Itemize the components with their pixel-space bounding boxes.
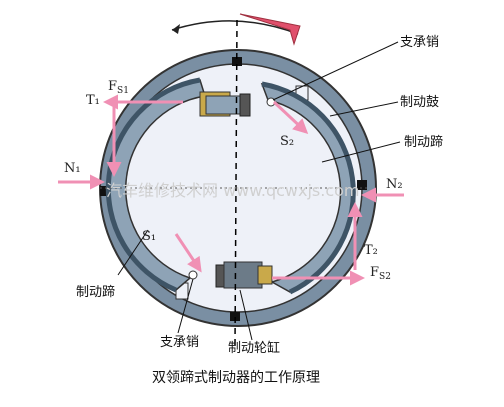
label-fs1: FS1: [108, 79, 129, 96]
label-pin-top: 支承销: [400, 35, 439, 50]
drum-mark-bottom: [230, 312, 240, 321]
drum-mark-top: [232, 57, 242, 66]
label-fs2: FS2: [370, 265, 391, 282]
label-shoe-left: 制动蹄: [76, 284, 115, 300]
arrow-s1: [174, 233, 202, 273]
arrow-s2: [272, 100, 309, 135]
cylinder-icon-bottom: [215, 261, 273, 289]
diagram-caption: 双领蹄式制动器的工作原理: [152, 369, 320, 386]
leader-lines: [117, 41, 401, 341]
label-t2: T₂: [364, 243, 378, 258]
drum-mark-left: [100, 186, 110, 196]
label-s1: S₁: [142, 229, 156, 244]
label-shoe-right: 制动蹄: [404, 134, 443, 150]
rotation-arrow-icon: [171, 13, 301, 46]
force-arrows: [58, 94, 404, 286]
drum-mark-right: [357, 180, 367, 190]
cylinder-icon-top: [199, 91, 251, 117]
label-n2: N₂: [386, 177, 403, 192]
right-shoe: [260, 81, 356, 295]
label-pin-bottom: 支承销: [160, 335, 199, 350]
label-s2: S₂: [280, 134, 294, 149]
label-n1: N₁: [64, 161, 81, 176]
label-drum: 制动鼓: [400, 95, 439, 110]
label-t1: T₁: [86, 93, 100, 108]
label-cylinder: 制动轮缸: [228, 340, 280, 356]
watermark: 汽车维修技术网 www.qcwxjs.com: [106, 181, 360, 200]
pivot-pin-icon: [188, 270, 198, 280]
